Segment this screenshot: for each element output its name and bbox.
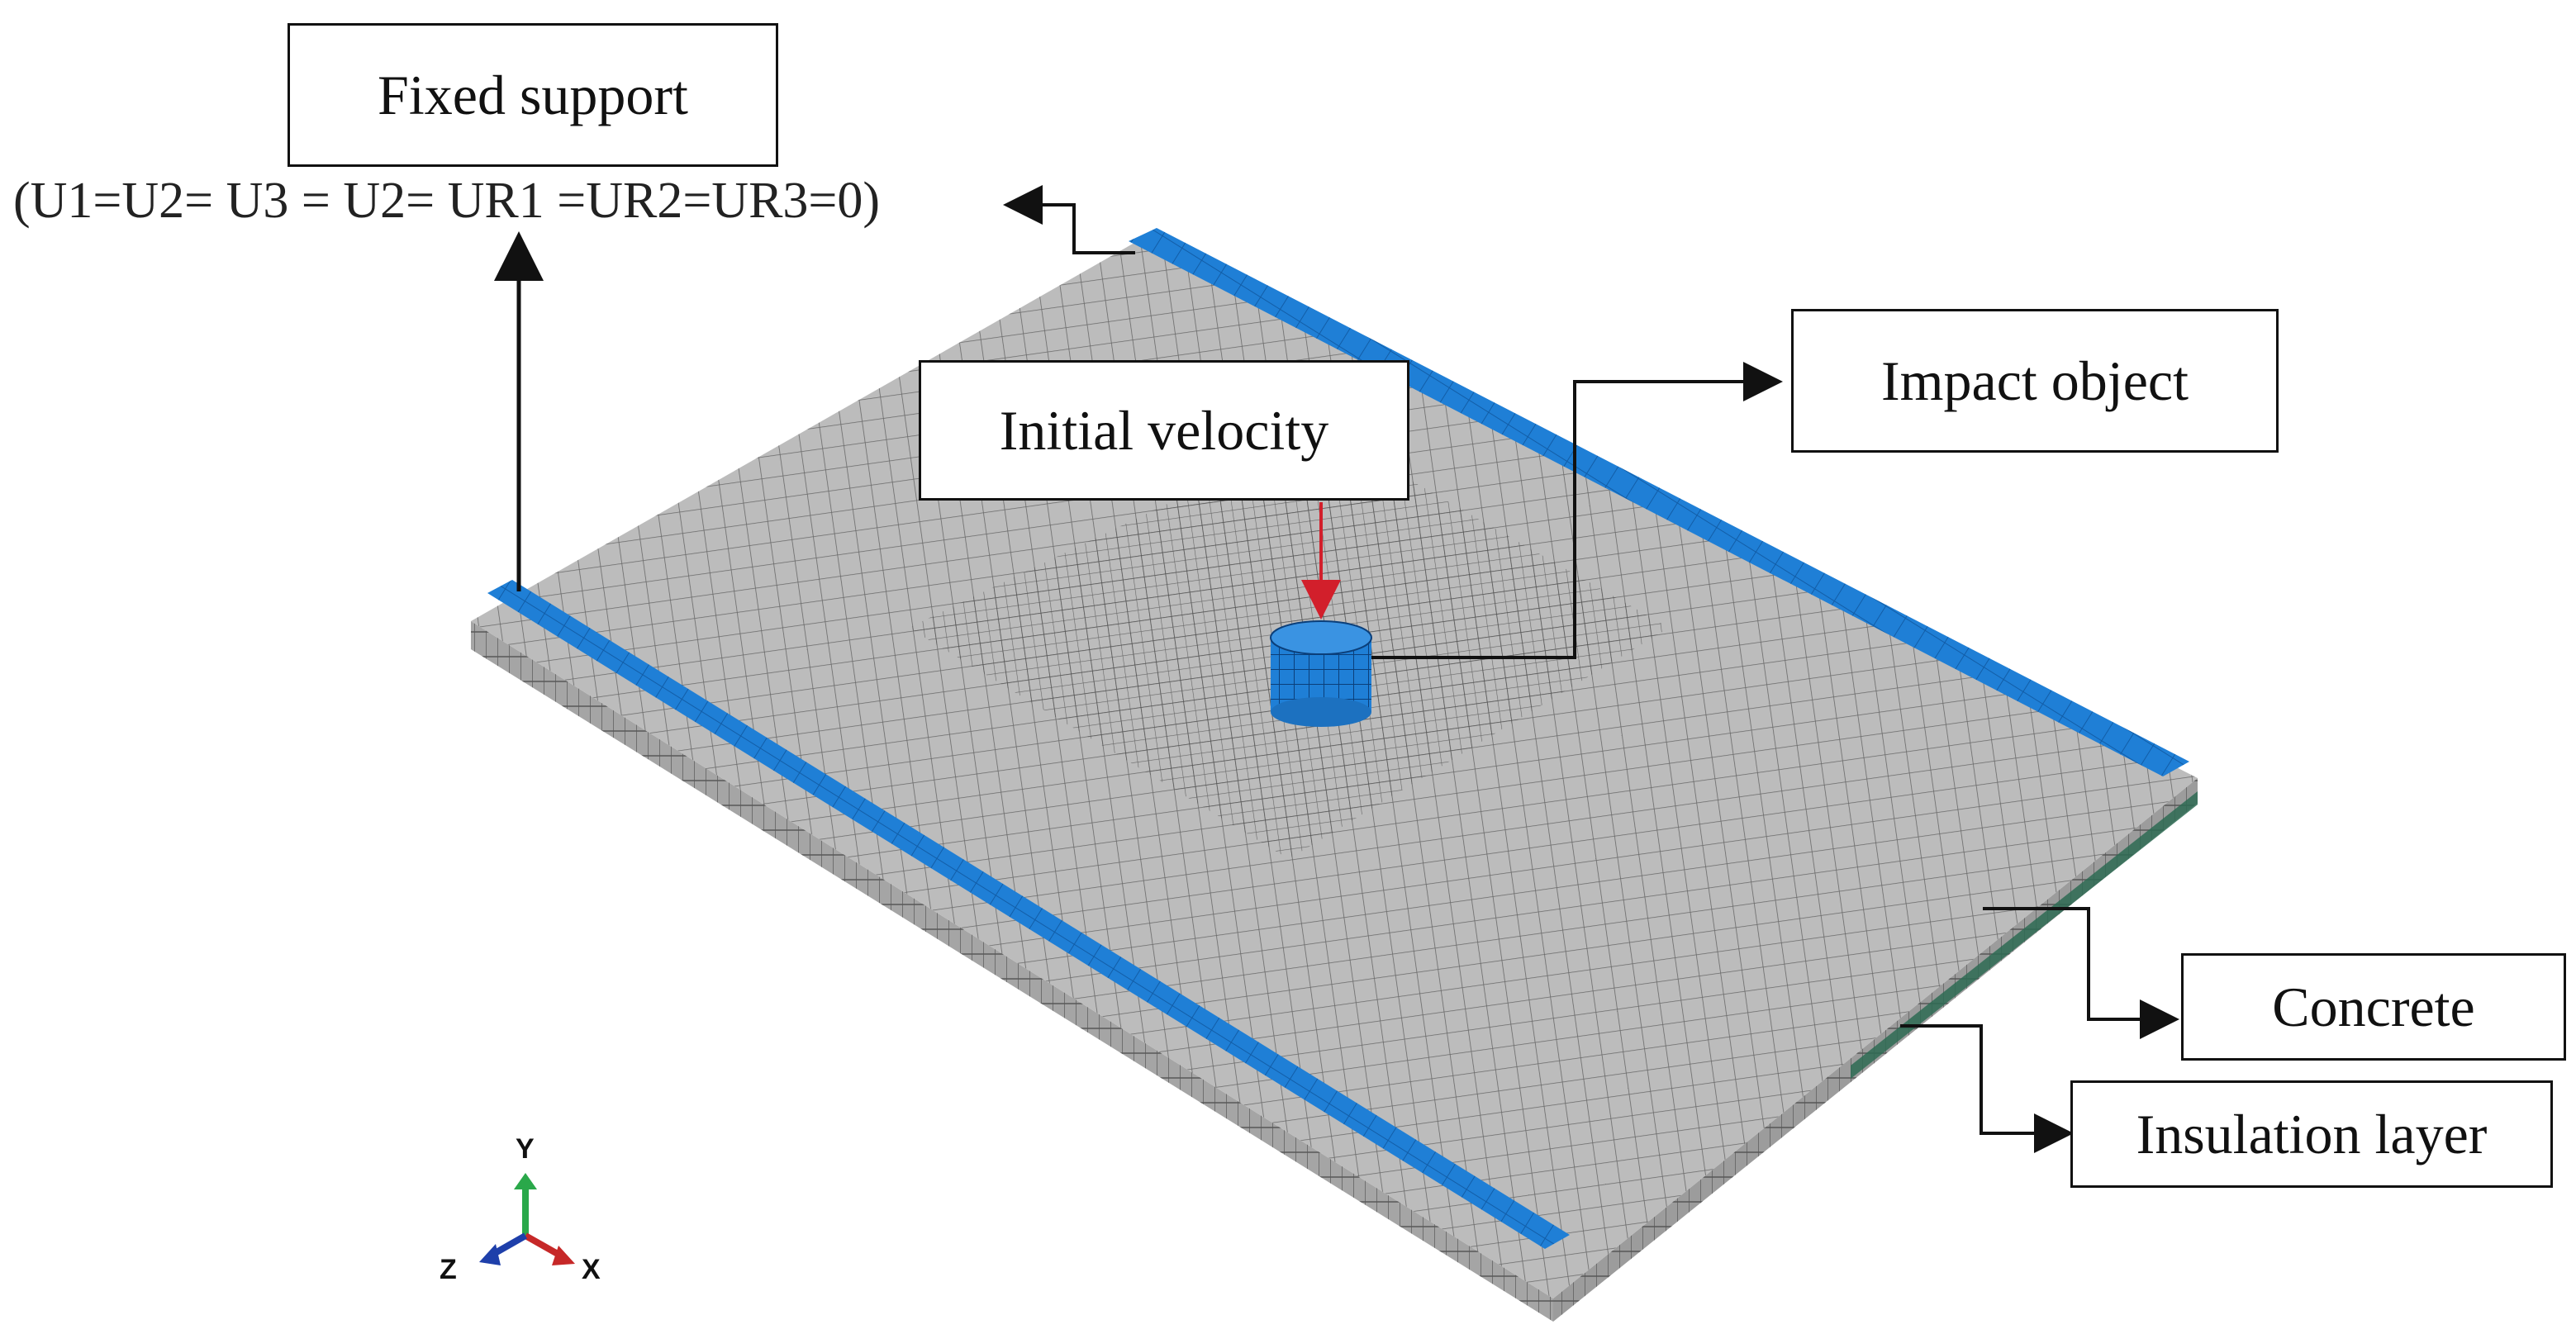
insulation-layer-strip (1851, 791, 2198, 1079)
concrete-leader (1983, 907, 2179, 1039)
axis-x-label: X (582, 1254, 601, 1285)
impact-object-label: Impact object (1791, 309, 2279, 453)
insulation-layer-label: Insulation layer (2070, 1080, 2553, 1188)
axis-y-label: Y (516, 1133, 535, 1165)
coordinate-triad: Y X Z (440, 1133, 601, 1285)
slab-front-edge-mesh (471, 621, 1553, 1322)
support-front-mesh (487, 580, 1570, 1249)
concrete-label: Concrete (2181, 953, 2566, 1061)
fixed-support-label: Fixed support (288, 23, 778, 167)
boundary-condition-text: (U1=U2= U3 = U2= UR1 =UR2=UR3=0) (13, 173, 881, 229)
insulation-layer-leader (1900, 1024, 2074, 1153)
impact-object-leader (1371, 362, 1783, 659)
axis-z-label: Z (440, 1254, 457, 1285)
impact-object-cylinder (1270, 620, 1372, 727)
fixed-support-leader-back (1003, 185, 1135, 254)
initial-velocity-label: Initial velocity (919, 360, 1409, 501)
